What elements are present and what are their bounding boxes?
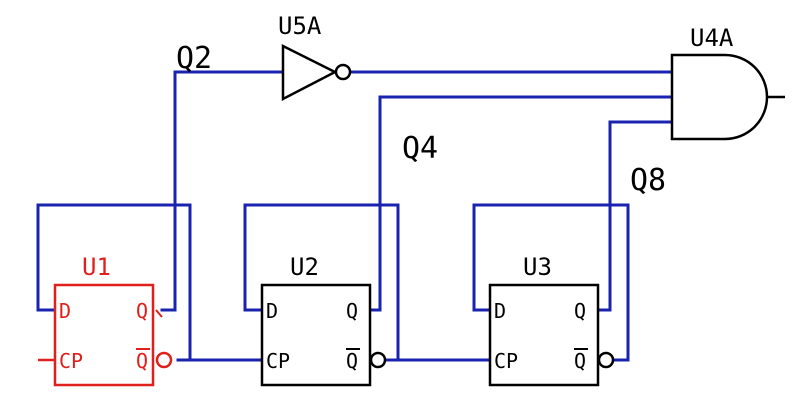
wire-u1-feedback: [36, 203, 192, 362]
wire-u2-feedback: [243, 203, 400, 362]
net-labels: Q2 Q4 Q8: [176, 41, 666, 198]
inverter-output-bubble: [334, 63, 352, 81]
wire-q2: [160, 70, 285, 312]
inverter-triangle: [281, 43, 338, 102]
u2-pin-cp: CP: [266, 349, 290, 373]
u2-pin-q: Q: [346, 299, 358, 323]
u3-pin-cp: CP: [494, 349, 518, 373]
u1-qbar-inversion-bubble: [155, 351, 173, 369]
u3-pin-qbar: Q: [574, 349, 586, 373]
wire-q8: [596, 120, 674, 312]
wire-u3-feedback: [472, 203, 630, 362]
u1-pin-qbar: Q: [136, 349, 148, 373]
flipflop-u2: U2 D Q CP Q: [260, 253, 387, 387]
u2-pin-qbar: Q: [346, 349, 358, 373]
u1-ref-label: U1: [82, 253, 111, 281]
u1-pin-d: D: [59, 299, 71, 323]
u3-ref-label: U3: [523, 253, 552, 281]
u2-ref-label: U2: [290, 253, 319, 281]
and-gate-body: [670, 53, 769, 141]
wires: [36, 70, 674, 362]
u1-q-tick: [155, 309, 163, 318]
net-label-q2: Q2: [176, 41, 212, 76]
net-label-q8: Q8: [630, 163, 666, 198]
wire-q4: [368, 95, 674, 312]
u3-qbar-inversion-bubble: [597, 351, 615, 369]
net-label-q4: Q4: [402, 131, 438, 166]
and-gate-u4a: U4A: [670, 24, 785, 141]
u3-pin-q: Q: [574, 299, 586, 323]
inverter-u5a: U5A: [278, 12, 352, 102]
u4a-ref-label: U4A: [690, 24, 734, 52]
u5a-ref-label: U5A: [278, 12, 322, 40]
u1-pin-q: Q: [136, 299, 148, 323]
flipflop-u3: U3 D Q CP Q: [488, 253, 615, 387]
flipflop-u1: U1 D Q CP Q: [38, 253, 173, 387]
u2-pin-d: D: [266, 299, 278, 323]
u3-pin-d: D: [494, 299, 506, 323]
u2-qbar-inversion-bubble: [369, 351, 387, 369]
u1-pin-cp: CP: [59, 349, 83, 373]
